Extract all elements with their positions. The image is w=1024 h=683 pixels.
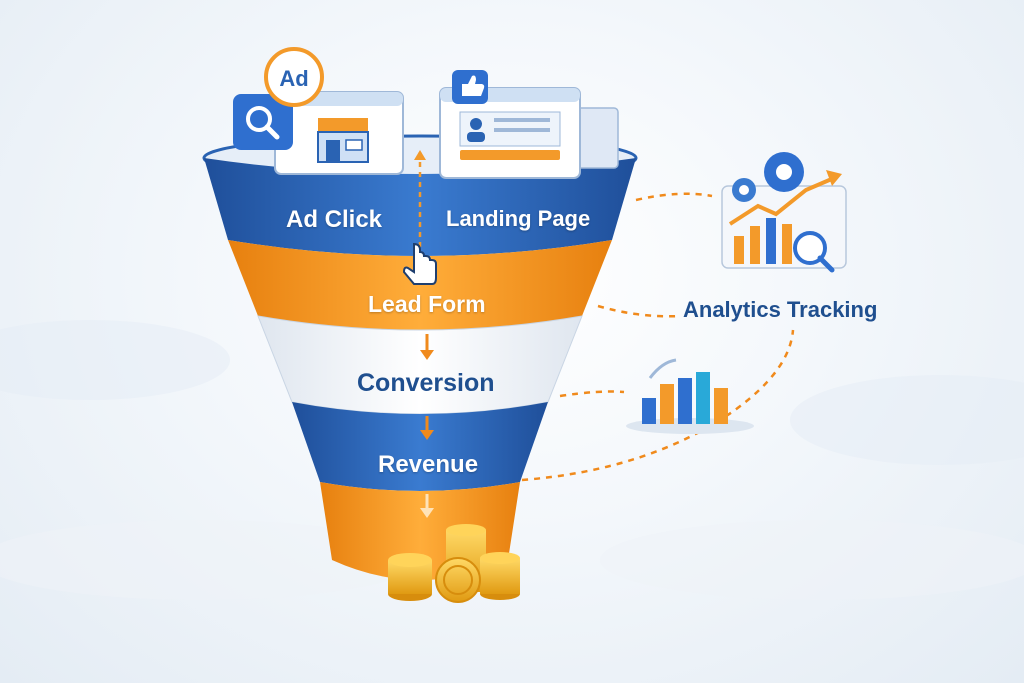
stage-label-conversion: Conversion — [357, 369, 495, 397]
funnel-segment-revenue — [292, 402, 548, 491]
search-icon — [233, 94, 293, 150]
ad-badge-text: Ad — [279, 66, 308, 91]
ad-badge-icon: Ad — [264, 47, 324, 107]
stage-label-ad-click: Ad Click — [286, 206, 383, 233]
flow-arrows — [414, 150, 434, 518]
analytics-dashboard-icon — [721, 170, 847, 273]
coin-front — [435, 557, 481, 603]
thumbs-up-icon — [452, 70, 488, 104]
coin-stacks — [388, 524, 520, 603]
funnel-segment-conversion — [257, 315, 583, 415]
analytics-tracking-label: Analytics Tracking — [683, 297, 878, 322]
background-clouds — [0, 320, 1024, 600]
landing-page-window-icon — [439, 87, 619, 179]
coin-stack-left — [388, 553, 432, 601]
bar-chart-icon — [626, 358, 754, 434]
gear-icon — [732, 152, 804, 202]
hand-cursor-icon — [402, 242, 437, 285]
stage-label-lead-form: Lead Form — [368, 291, 486, 317]
stage-label-revenue: Revenue — [378, 451, 479, 478]
stage-label-landing-page: Landing Page — [446, 206, 591, 231]
coin-stack-right — [480, 552, 520, 600]
